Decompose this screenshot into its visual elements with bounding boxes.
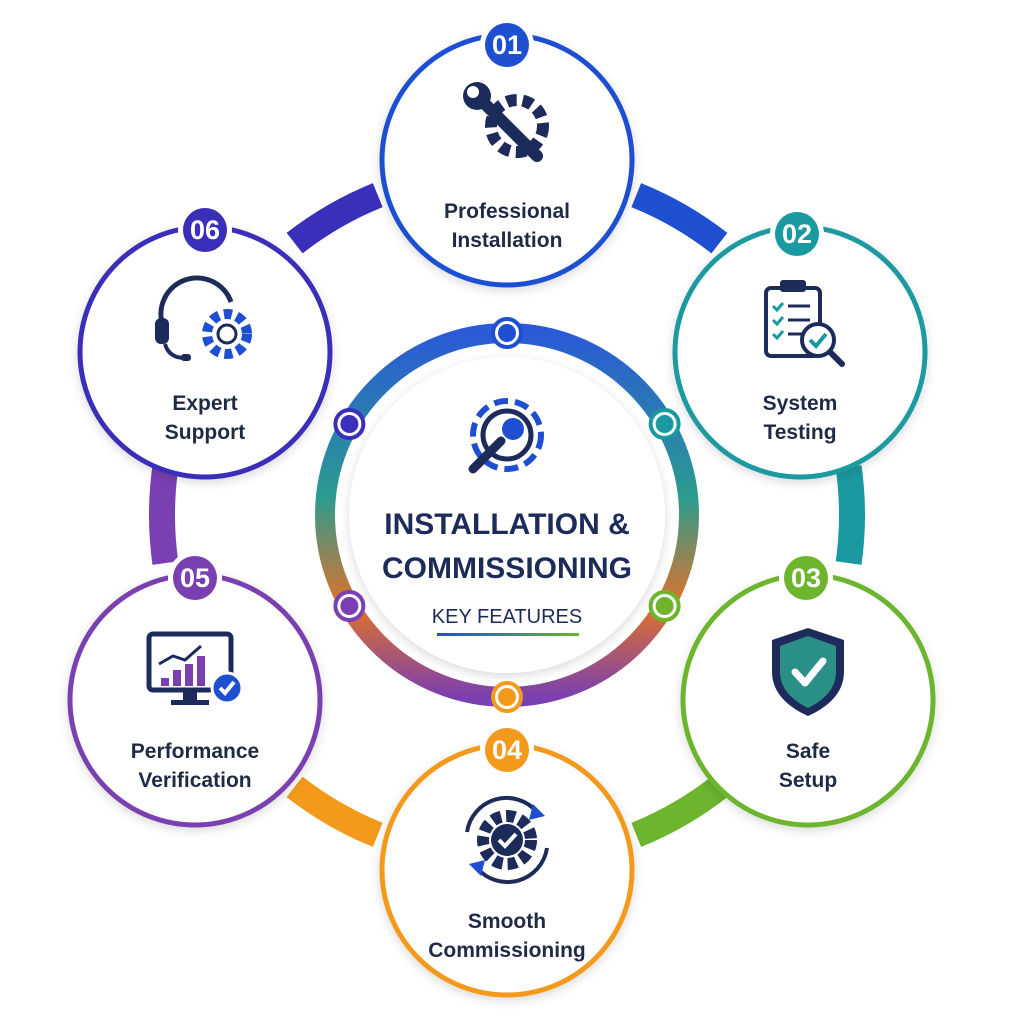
feature-label-line1: Smooth [468, 910, 546, 933]
center-subtitle: KEY FEATURES [432, 606, 582, 628]
center-title-line1: INSTALLATION & [384, 508, 630, 541]
feature-label-line2: Commissioning [428, 939, 586, 962]
feature-label-line2: Installation [452, 229, 563, 252]
number-badge [183, 208, 227, 252]
center-title-line2: COMMISSIONING [382, 552, 632, 585]
connector-dot-core [498, 688, 516, 706]
number-badge [173, 556, 217, 600]
ring-segment [149, 465, 179, 565]
clipboard-check-icon [764, 280, 845, 367]
feature-number: 06 [190, 215, 220, 245]
gear-cycle-icon [465, 795, 549, 885]
wrench-gear-icon [463, 82, 549, 162]
outer-connector-ring [149, 183, 865, 847]
connector-dot-core [340, 415, 359, 433]
connector-dot-core [655, 415, 674, 433]
number-badge [775, 212, 819, 256]
monitor-chart-icon [146, 631, 244, 705]
feature-label-line2: Support [165, 421, 245, 444]
connector-dot-core [498, 324, 516, 342]
feature-label-line2: Testing [763, 421, 836, 444]
headset-gear-icon [155, 275, 252, 361]
ring-segment [631, 183, 728, 254]
center-icon [468, 398, 544, 474]
number-badge [485, 23, 529, 67]
feature-label-line1: Safe [786, 740, 830, 763]
ring-segment [286, 776, 383, 847]
feature-number: 05 [180, 563, 210, 593]
ring-segment [631, 776, 728, 847]
ring-segment [286, 183, 383, 254]
ring-connector-dots [333, 317, 681, 713]
ring-segment [835, 465, 865, 565]
subtitle-underline [437, 633, 579, 636]
feature-number: 04 [492, 735, 522, 765]
feature-label-line1: Professional [444, 200, 570, 223]
center-disc [349, 357, 665, 673]
shield-check-icon [772, 628, 844, 716]
number-badge [784, 556, 828, 600]
feature-number: 03 [791, 563, 821, 593]
feature-label-line1: Performance [131, 740, 259, 763]
feature-label-line2: Verification [138, 769, 251, 792]
feature-number: 02 [782, 219, 812, 249]
number-badge [485, 728, 529, 772]
feature-label-line1: System [763, 392, 838, 415]
connector-dot-core [655, 597, 674, 615]
feature-number: 01 [492, 30, 522, 60]
feature-label-line1: Expert [172, 392, 237, 415]
connector-dot-core [340, 597, 359, 615]
gear-wrench-icon [468, 398, 544, 474]
feature-label-line2: Setup [779, 769, 837, 792]
